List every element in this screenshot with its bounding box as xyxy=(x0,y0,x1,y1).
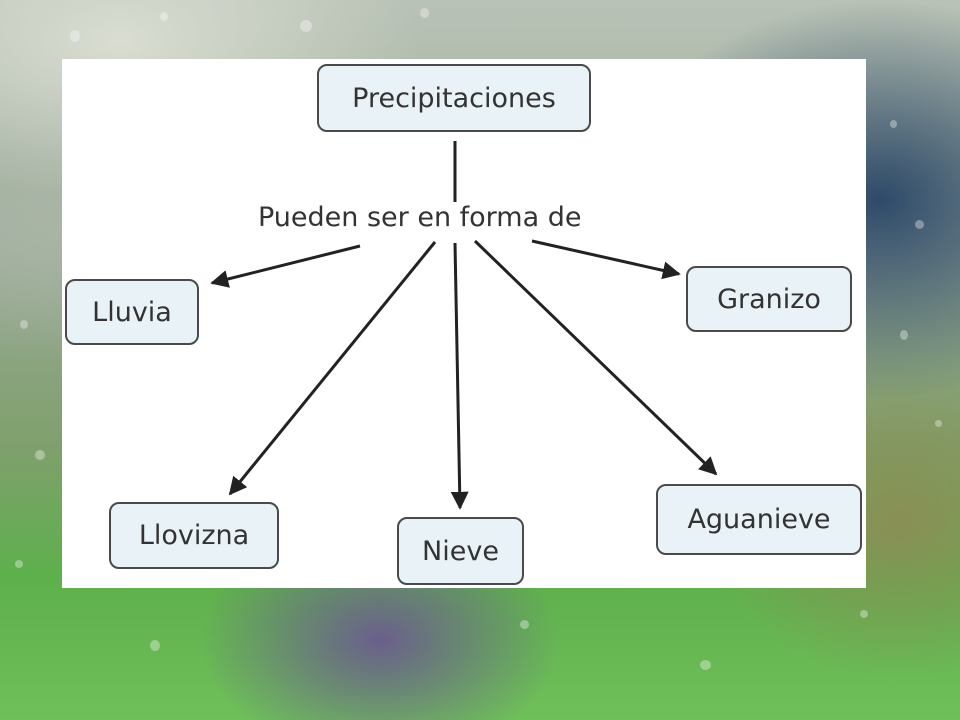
node-aguanieve: Aguanieve xyxy=(656,484,862,555)
concept-map-panel: Precipitaciones Pueden ser en forma de L… xyxy=(62,59,866,588)
arrow-to-granizo xyxy=(531,239,681,280)
node-nieve: Nieve xyxy=(397,517,524,585)
node-granizo: Granizo xyxy=(686,266,852,332)
arrow-to-llovizna xyxy=(228,241,437,496)
linking-phrase: Pueden ser en forma de xyxy=(258,202,582,233)
arrow-to-aguanieve xyxy=(473,239,718,476)
arrow-to-nieve xyxy=(450,242,469,510)
node-precipitaciones: Precipitaciones xyxy=(317,64,591,132)
node-lluvia: Lluvia xyxy=(65,279,199,345)
arrow-to-lluvia xyxy=(210,244,361,288)
concept-map-links xyxy=(210,141,718,510)
node-llovizna: Llovizna xyxy=(109,502,279,569)
